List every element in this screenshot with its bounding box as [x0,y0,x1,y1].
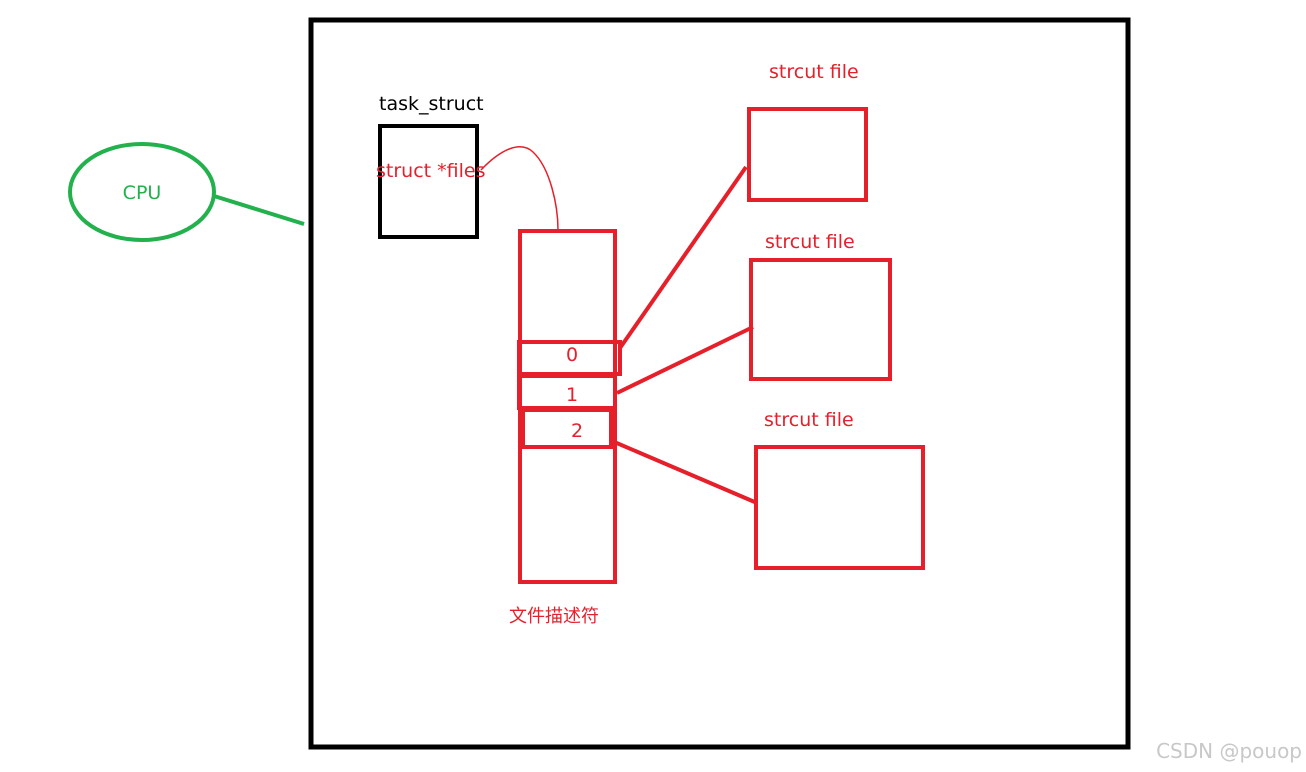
fd-index-1: 1 [566,384,578,406]
fd-table-label: 文件描述符 [509,606,599,627]
fd0-to-file1-connector [618,165,748,350]
cpu-label: CPU [123,182,162,204]
task-struct-label: task_struct [379,93,484,115]
files-pointer-curve [480,146,559,231]
file-box-1 [747,107,868,202]
file-box-2 [749,258,892,381]
files-pointer-label: struct *files [376,160,485,182]
fd-index-2: 2 [571,420,583,442]
file-label-2: strcut file [765,231,855,253]
cpu-node [68,142,216,242]
fd2-to-file3-connector [611,439,758,505]
csdn-watermark: CSDN @pouop [1156,739,1302,763]
task-struct-box [378,124,479,239]
file-box-3 [754,445,925,570]
fd-index-0: 0 [566,344,578,366]
file-label-1: strcut file [769,61,859,83]
cpu-connector [213,194,305,226]
file-label-3: strcut file [764,409,854,431]
process-frame [308,17,1131,750]
fd-slot-2 [521,408,613,449]
fd1-to-file2-connector [616,325,754,395]
